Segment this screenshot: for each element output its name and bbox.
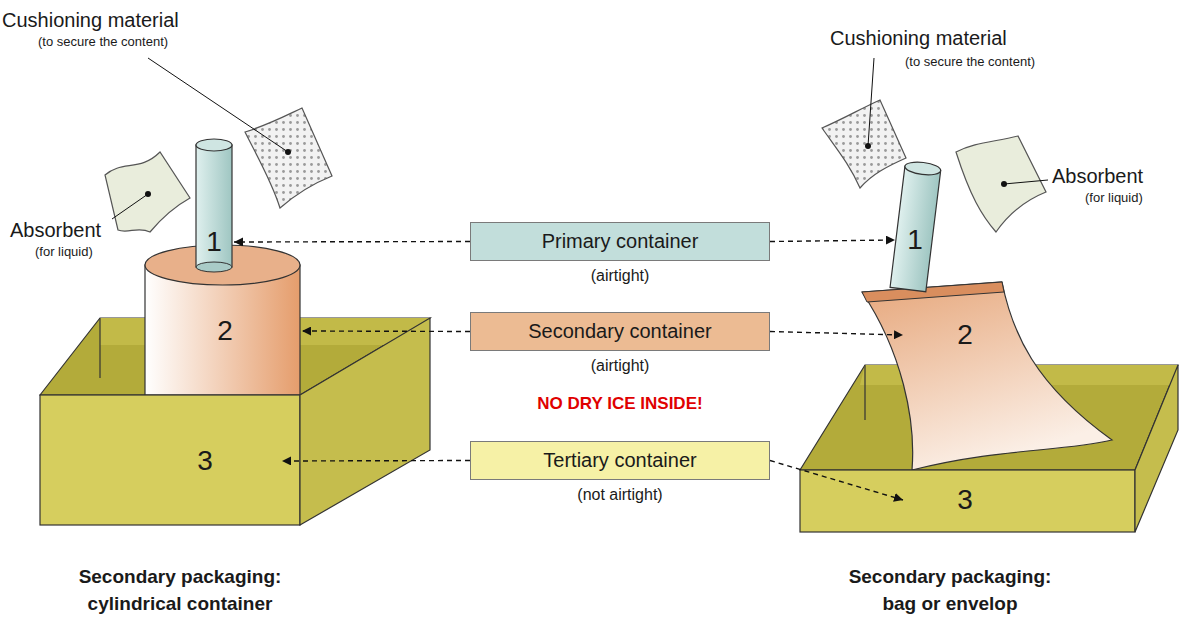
leader-line	[112, 194, 148, 219]
container-label-box: Tertiary container (not airtight)	[470, 441, 770, 504]
tube-body	[196, 145, 232, 267]
tray-inner-edge	[864, 365, 865, 420]
callout-label: Absorbent	[10, 218, 101, 242]
package-part: 1	[897, 218, 933, 262]
label-holder: Absorbent	[10, 218, 101, 242]
callout-label: (for liquid)	[1085, 190, 1143, 206]
tube-body	[890, 166, 941, 291]
dashed-arrow	[770, 240, 895, 242]
label-holder: cylindrical container	[30, 592, 330, 615]
callout-label: (to secure the content)	[905, 54, 1035, 70]
label-frame: Primary container	[470, 222, 770, 261]
callout-number: 2	[217, 316, 233, 346]
warning-note: NO DRY ICE INSIDE!	[470, 394, 770, 414]
label-frame: Secondary container	[470, 312, 770, 351]
box-side	[300, 318, 430, 525]
container-property: (airtight)	[470, 357, 770, 375]
label-holder: bag or envelop	[800, 592, 1100, 615]
label-holder: Absorbent	[1052, 164, 1143, 188]
container-label-box: Primary container (airtight)	[470, 222, 770, 285]
callout-number: 2	[957, 320, 973, 350]
callout-label: Absorbent	[1052, 164, 1143, 188]
label-holder: Secondary packaging:	[800, 565, 1100, 588]
cushion-sheet	[822, 100, 906, 188]
label-holder: (to secure the content)	[38, 34, 168, 50]
dashed-arrow	[282, 460, 470, 462]
container-name: Tertiary container	[479, 449, 761, 472]
box-front	[40, 395, 300, 525]
tray-side	[1135, 365, 1178, 532]
dashed-arrow	[234, 241, 470, 243]
callout-label: (for liquid)	[35, 244, 93, 260]
caption-text: Secondary packaging:	[800, 565, 1100, 588]
container-property: (airtight)	[470, 267, 770, 285]
caption-text: Secondary packaging:	[30, 565, 330, 588]
tube-top	[196, 139, 232, 151]
dashed-arrow	[770, 461, 903, 501]
bag-seal	[862, 282, 1004, 302]
callout-number: 3	[957, 485, 973, 515]
package-part: 3	[130, 421, 280, 501]
callout-number: 3	[197, 446, 213, 476]
label-holder: Secondary packaging:	[30, 565, 330, 588]
callout-number: 1	[907, 225, 923, 255]
callout-label: (to secure the content)	[38, 34, 168, 50]
tube-top	[904, 160, 941, 176]
cushion-sheet	[245, 108, 332, 208]
leader-line	[148, 58, 288, 152]
bag-body	[862, 282, 1112, 470]
label-holder: Cushioning material	[2, 8, 179, 32]
label-holder: Cushioning material	[830, 26, 1007, 50]
label-holder: NO DRY ICE INSIDE!	[470, 394, 770, 414]
tube-bottom	[196, 262, 232, 272]
box-inner-edge	[99, 318, 100, 378]
package-part: 3	[905, 478, 1025, 522]
tube-group	[890, 160, 941, 291]
container-label-box: Secondary container (airtight)	[470, 312, 770, 375]
absorbent-sheet	[956, 136, 1046, 232]
callout-number: 1	[206, 227, 222, 257]
leader-line	[868, 58, 874, 146]
label-holder: (for liquid)	[1085, 190, 1143, 206]
dashed-arrow	[302, 330, 470, 332]
dashed-arrow	[770, 332, 903, 336]
tray-front	[800, 470, 1135, 532]
callout-label: Cushioning material	[2, 8, 179, 32]
container-name: Secondary container	[479, 320, 761, 343]
callout-label: Cushioning material	[830, 26, 1007, 50]
container-name: Primary container	[479, 230, 761, 253]
label-holder: (for liquid)	[35, 244, 93, 260]
absorbent-sheet	[105, 152, 190, 232]
label-frame: Tertiary container	[470, 441, 770, 480]
leader-line	[1004, 180, 1048, 184]
label-holder: (to secure the content)	[905, 54, 1035, 70]
package-part: 1	[196, 220, 232, 264]
package-part: 2	[905, 305, 1025, 365]
caption-text: bag or envelop	[800, 592, 1100, 615]
package-part: 2	[150, 292, 300, 370]
caption-text: cylindrical container	[30, 592, 330, 615]
container-property: (not airtight)	[470, 486, 770, 504]
